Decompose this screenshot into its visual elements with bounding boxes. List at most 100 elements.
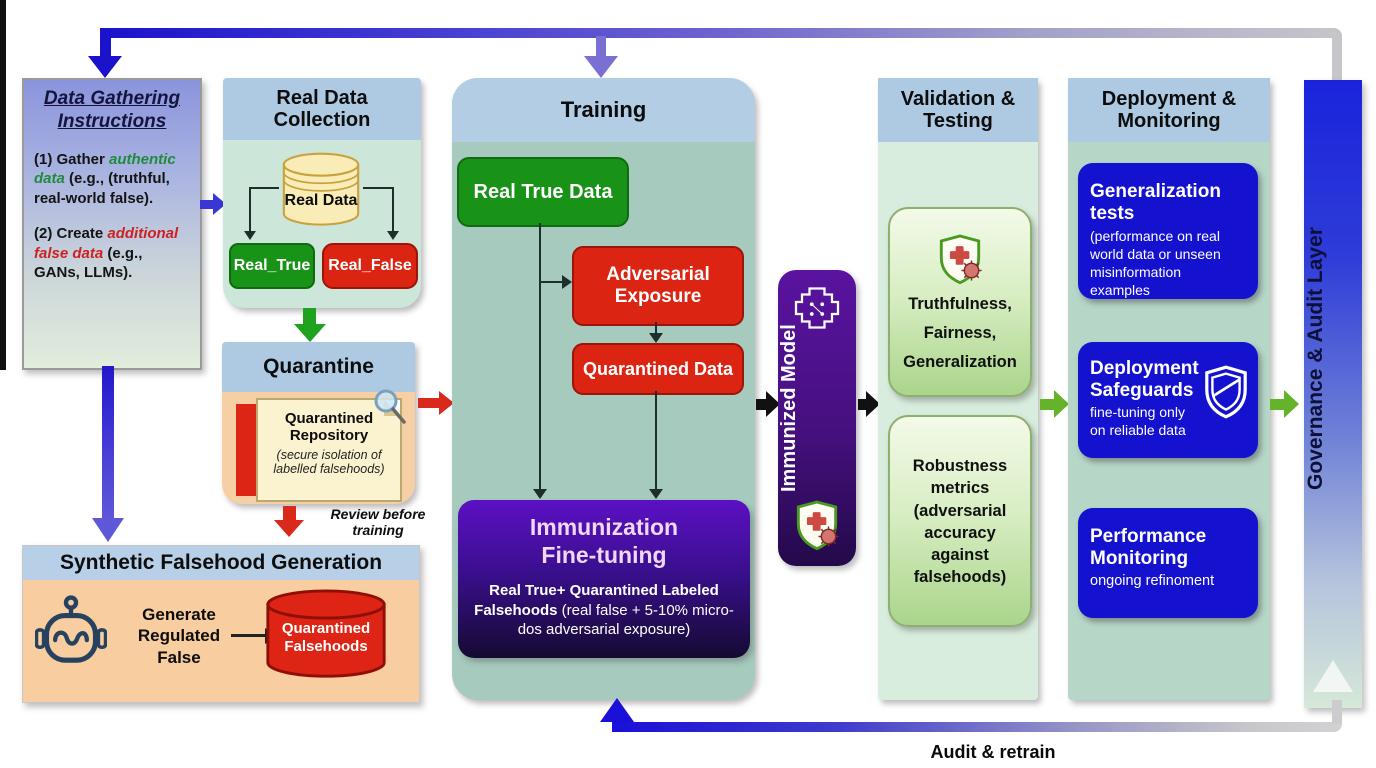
deployment-box: Deployment & Monitoring Generalization t… [1068, 78, 1270, 700]
arrow-deployment-to-governance-shaft [1270, 399, 1286, 410]
validation-line-1: Truthfulness, [908, 294, 1012, 313]
line-quar-arrowhead [649, 489, 663, 499]
deployment-safeguards-box: Deployment Safeguards fine-tuning only o… [1078, 342, 1258, 458]
arrow-validation-to-deployment-shaft [1040, 399, 1056, 410]
immunized-model-label: Immunized Model [778, 324, 800, 492]
arrow-gathering-to-synthetic-shaft [102, 366, 114, 520]
top-connector-line [100, 28, 1342, 38]
arrow-generate-shaft [231, 634, 267, 637]
db-right-line-v [392, 187, 394, 233]
arrow-gathering-to-collection-shaft [200, 200, 214, 209]
bottom-connector-line [612, 722, 1342, 732]
db-right-line-h [363, 187, 394, 189]
arrow-quarantine-to-training-shaft [418, 398, 440, 408]
governance-bottom-up-arrow [1313, 660, 1353, 692]
real-data-database-label: Real Data [284, 192, 358, 209]
arrow-review-head [274, 520, 304, 537]
performance-title: Performance Monitoring [1090, 526, 1207, 569]
line-branch-adversarial [539, 281, 565, 283]
robustness-text: Robustness metrics (adversarial accuracy… [912, 457, 1008, 587]
synthetic-box: Synthetic Falsehood Generation Generate … [22, 545, 420, 703]
top-connector-right-drop [1332, 34, 1342, 80]
line-adv-down [655, 322, 657, 336]
slide-edge [0, 0, 6, 370]
quarantine-box: Quarantine Quarantined Repository (secur… [222, 342, 415, 504]
real-data-collection-title: Real Data Collection [273, 86, 371, 131]
shield-outline-wrap [1202, 364, 1250, 420]
database-icon [282, 152, 360, 226]
generalization-text: (performance on real world data or unsee… [1090, 228, 1221, 298]
performance-text: ongoing refinoment [1090, 572, 1215, 589]
generalization-tests-box: Generalization tests (performance on rea… [1078, 163, 1258, 299]
magnifier-icon [374, 389, 406, 424]
quarantine-title: Quarantine [263, 355, 374, 379]
magnifier-wrap [372, 388, 408, 428]
quarantined-falsehoods-db: Quarantined Falsehoods [263, 588, 389, 682]
line-quar-down [655, 391, 657, 493]
generate-label: Generate Regulated False [137, 605, 221, 667]
robot-icon [35, 595, 107, 663]
governance-bar: Governance & Audit Layer [1304, 80, 1362, 708]
deployment-title: Deployment & Monitoring [1101, 87, 1237, 132]
item1-highlight: authentic data [34, 150, 176, 188]
shield-virus-icon [939, 234, 982, 284]
data-gathering-item-2: (2) Create additional false data (e.g., … [34, 224, 192, 283]
data-gathering-item-1: (1) Gather authentic data (e.g., (truthf… [34, 150, 192, 209]
governance-label: Governance & Audit Layer [1304, 227, 1327, 491]
item1-prefix: (1) Gather [34, 150, 110, 168]
top-connector-left-drop [100, 30, 111, 56]
safeguards-text: fine-tuning only on reliable data [1090, 403, 1186, 438]
validation-line-2: Fairness, [923, 323, 997, 342]
quarantine-header: Quarantine [222, 342, 415, 392]
bottom-connector-right-rise [1332, 700, 1342, 724]
database-icon [266, 589, 386, 678]
db-left-line-h [249, 187, 279, 189]
line-realtrue-down [539, 223, 541, 493]
shield-outline-icon [1205, 365, 1247, 419]
review-note-label: Review before training [330, 506, 426, 539]
arrow-down-into-data-gathering [88, 56, 122, 78]
arrow-review-shaft [283, 506, 296, 522]
shield-virus-icon [796, 500, 839, 551]
training-box: Training Real True Data Adversarial Expo… [452, 78, 755, 700]
validation-header: Validation & Testing [878, 78, 1038, 142]
line-branch-arrowhead [562, 275, 572, 289]
real-data-collection-header: Real Data Collection [223, 78, 421, 140]
immunization-box: Immunization Fine-tuning Real True+ Quar… [458, 500, 750, 658]
chip-wrap [793, 284, 841, 332]
arrow-gathering-to-synthetic-head [92, 518, 124, 542]
data-gathering-box: Data Gathering Instructions (1) Gather a… [22, 78, 202, 370]
immunization-subtext-bold: Real True+ Quarantined Labeled Falsehood… [474, 582, 719, 619]
quarantine-repo-subtitle: (secure isolation of labelled falsehoods… [273, 447, 385, 476]
immunization-title: Immunization Fine-tuning [529, 514, 679, 568]
quarantined-falsehoods-label: Quarantined Falsehoods [281, 620, 371, 655]
real-true-box: Real_True [229, 243, 315, 289]
safeguards-title: Deployment Safeguards [1090, 358, 1199, 401]
arrow-validation-to-deployment-head [1054, 390, 1069, 418]
arrow-down-into-training [584, 56, 618, 78]
robot-wrap [35, 594, 107, 676]
immunization-subtext: Real True+ Quarantined Labeled Falsehood… [470, 581, 738, 640]
arrow-training-to-model-shaft [756, 399, 768, 410]
quarantine-repo-title: Quarantined Repository [284, 410, 374, 445]
immunization-subtext-rest: (real false + 5-10% micro-dos adversaria… [517, 601, 734, 639]
robustness-metrics-box: Robustness metrics (adversarial accuracy… [888, 415, 1032, 627]
validation-line-3: Generalization [903, 352, 1017, 371]
synthetic-header: Synthetic Falsehood Generation [23, 546, 419, 580]
db-left-arrowhead [244, 231, 256, 240]
performance-monitoring-box: Performance Monitoring ongoing refinomen… [1078, 508, 1258, 618]
real-true-data-box: Real True Data [457, 157, 629, 227]
audit-retrain-label: Audit & retrain [930, 742, 1056, 762]
chip-icon [794, 287, 840, 329]
training-header: Training [452, 78, 755, 142]
adversarial-exposure-box: Adversarial Exposure [572, 246, 744, 326]
arrow-model-to-validation-head [866, 391, 880, 417]
synthetic-title: Synthetic Falsehood Generation [59, 551, 383, 575]
validation-box: Validation & Testing Truthfulness, Fairn… [878, 78, 1038, 700]
real-false-box: Real_False [322, 243, 418, 289]
item2-highlight: additional false data [34, 225, 179, 262]
shield-virus-wrap [794, 498, 840, 552]
line-adv-arrowhead [649, 333, 663, 343]
validation-title: Validation & Testing [900, 87, 1016, 132]
